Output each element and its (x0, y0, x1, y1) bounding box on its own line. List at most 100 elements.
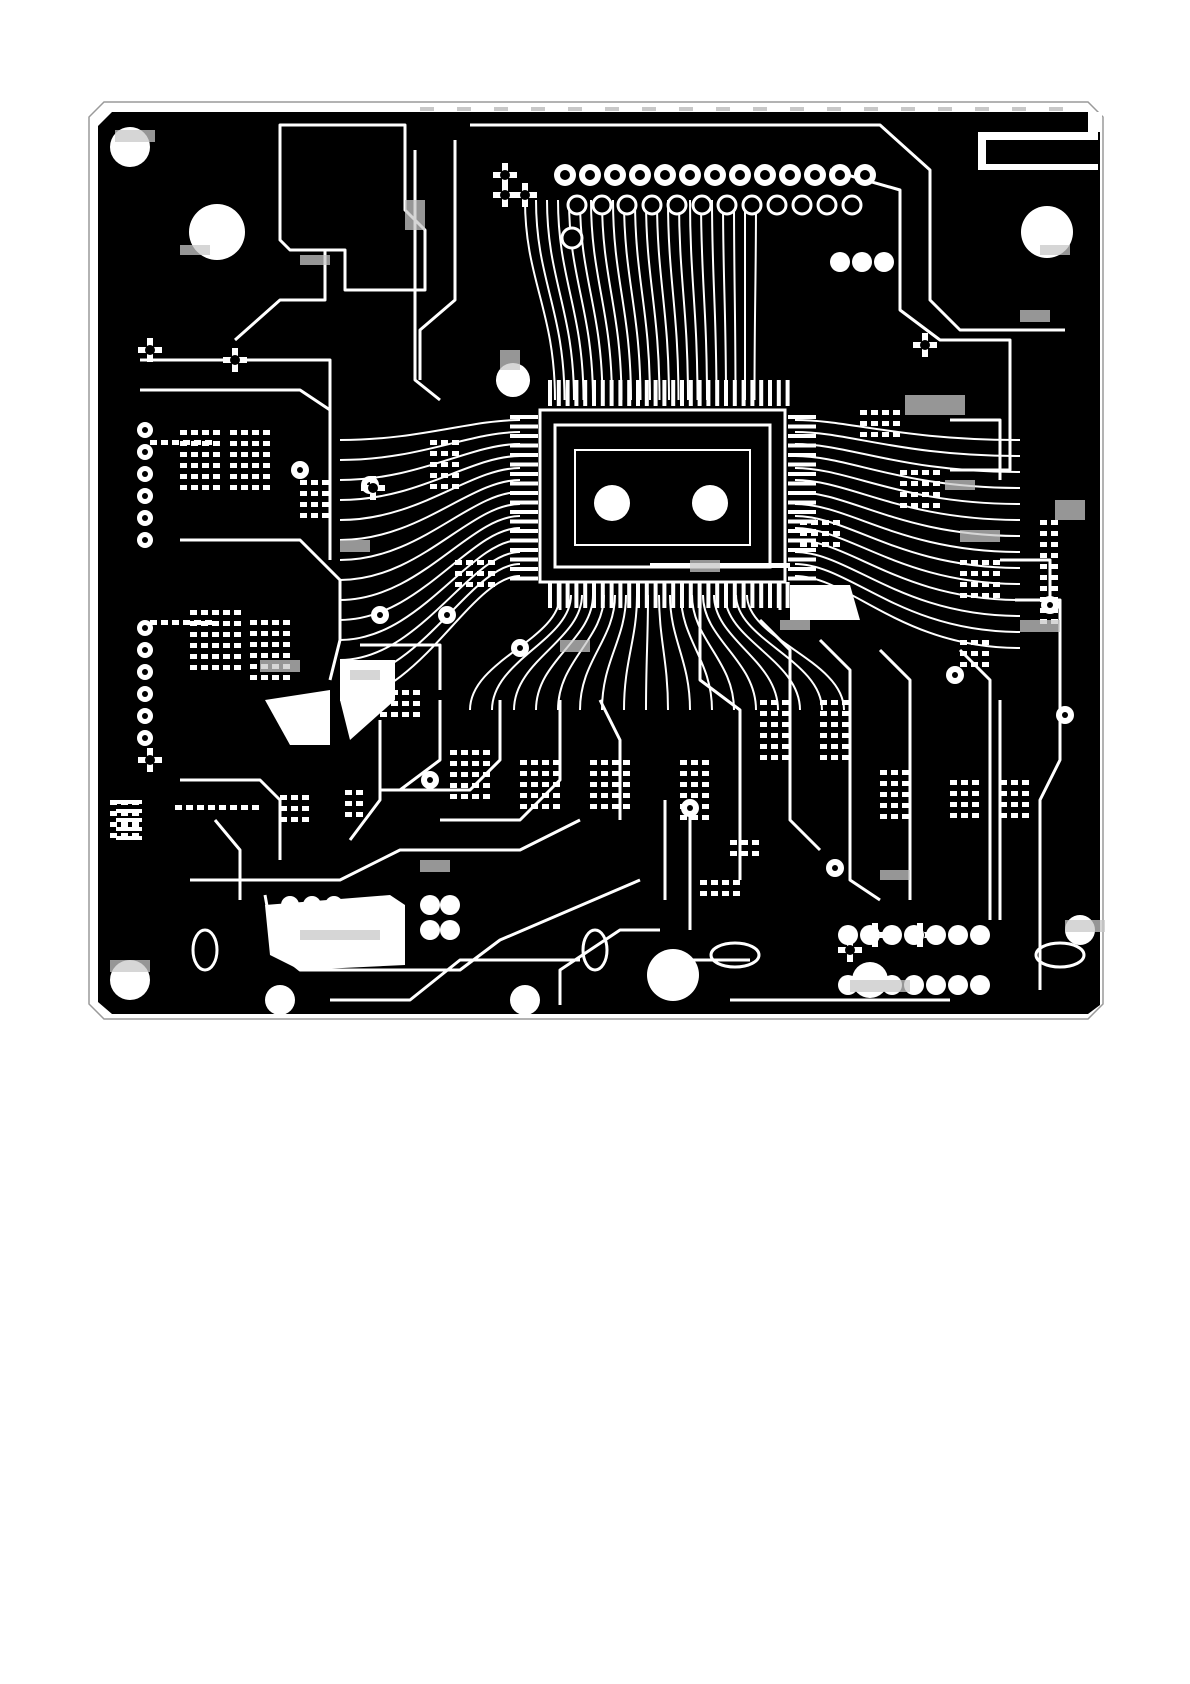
smd-pad (461, 794, 468, 799)
smd-pad (202, 430, 209, 435)
smd-pad (191, 452, 198, 457)
header-pad (838, 925, 858, 945)
smd-pad (893, 410, 900, 415)
smd-pad (730, 840, 737, 845)
smd-pad (623, 804, 630, 809)
silkscreen-dash (642, 107, 656, 111)
smd-pad (612, 771, 619, 776)
smd-pad (252, 485, 259, 490)
thermal-core (145, 345, 155, 355)
smd-pad (782, 744, 789, 749)
smd-pad (441, 440, 448, 445)
board-edge-cut (1088, 112, 1102, 132)
smd-pad (450, 794, 457, 799)
smd-pad (922, 481, 929, 486)
smd-pad (234, 621, 241, 626)
smd-pad (900, 492, 907, 497)
smd-pad (180, 463, 187, 468)
smd-pad (263, 441, 270, 446)
smd-pad (300, 513, 307, 518)
smd-pad (213, 430, 220, 435)
thermal-via (594, 485, 630, 521)
smd-pad (241, 430, 248, 435)
smd-pad (733, 880, 740, 885)
via-hole (142, 537, 148, 543)
smd-pad (272, 631, 279, 636)
smd-pad (110, 822, 117, 827)
smd-pad (982, 640, 989, 645)
smd-pad (902, 814, 909, 819)
via-hole (142, 515, 148, 521)
silkscreen-mark (1065, 920, 1105, 932)
smd-pad (601, 793, 608, 798)
smd-pad (590, 760, 597, 765)
smd-pad (483, 794, 490, 799)
smd-pad (356, 790, 363, 795)
smd-pad (882, 432, 889, 437)
smd-pad (933, 492, 940, 497)
smd-pad (477, 571, 484, 576)
smd-pad (860, 410, 867, 415)
smd-pad (283, 642, 290, 647)
smd-pad (702, 782, 709, 787)
smd-pad (161, 440, 168, 445)
smd-pad (300, 502, 307, 507)
smd-pad (250, 664, 257, 669)
smd-pad (391, 712, 398, 717)
chip-pin (601, 582, 605, 608)
smd-pad (822, 520, 829, 525)
smd-pad (250, 620, 257, 625)
smd-pad (782, 700, 789, 705)
smd-pad (322, 480, 329, 485)
silkscreen-mark (1055, 500, 1085, 520)
silkscreen-mark (260, 660, 300, 672)
chip-pin (788, 510, 816, 514)
smd-pad (982, 582, 989, 587)
smd-pad (1051, 553, 1058, 558)
connector-pad (852, 252, 872, 272)
smd-pad (680, 793, 687, 798)
smd-pad (950, 780, 957, 785)
smd-pad (531, 782, 538, 787)
smd-pad (172, 440, 179, 445)
chip-pin (592, 582, 596, 608)
smd-pad (531, 793, 538, 798)
smd-pad (223, 654, 230, 659)
smd-pad (413, 690, 420, 695)
smd-pad (700, 891, 707, 896)
chip-pin (786, 582, 790, 608)
connector-pad-hole (560, 170, 570, 180)
smd-pad (960, 560, 967, 565)
smd-pad (601, 760, 608, 765)
smd-pad (782, 733, 789, 738)
header-pad (926, 975, 946, 995)
smd-pad (230, 463, 237, 468)
smd-pad (520, 760, 527, 765)
smd-pad (191, 463, 198, 468)
smd-pad (711, 880, 718, 885)
smd-pad (110, 833, 117, 838)
via-hole (517, 645, 523, 651)
via-hole (427, 777, 433, 783)
chip-pin (574, 582, 578, 608)
smd-pad (760, 755, 767, 760)
smd-pad (322, 502, 329, 507)
smd-pad (311, 480, 318, 485)
edge-pad (116, 800, 142, 804)
smd-pad (190, 665, 197, 670)
chip-pin (510, 520, 538, 524)
smd-pad (771, 711, 778, 716)
smd-pad (441, 473, 448, 478)
smd-pad (882, 410, 889, 415)
smd-pad (702, 815, 709, 820)
smd-pad (252, 805, 259, 810)
via-hole (297, 467, 303, 473)
smd-pad (820, 744, 827, 749)
chip-pin (698, 582, 702, 608)
via-hole (444, 612, 450, 618)
smd-pad (300, 491, 307, 496)
connector-pad-hole (610, 170, 620, 180)
smd-pad (842, 744, 849, 749)
smd-pad (201, 610, 208, 615)
smd-pad (452, 440, 459, 445)
